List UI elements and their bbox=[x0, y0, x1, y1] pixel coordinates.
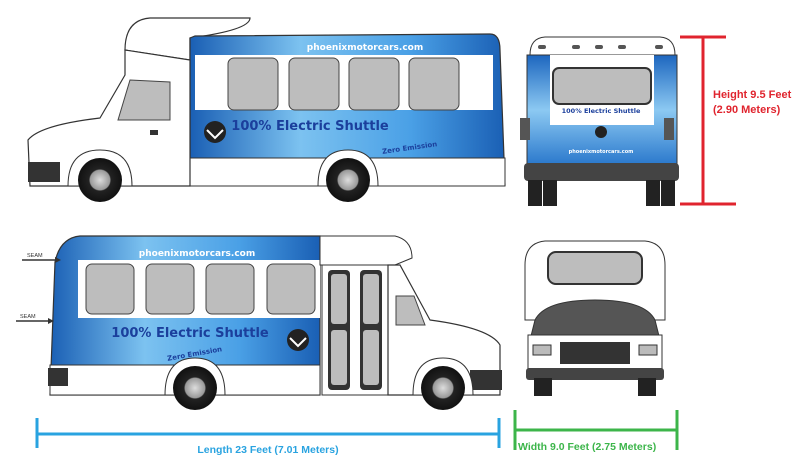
wheel bbox=[78, 158, 122, 202]
wheel bbox=[173, 366, 217, 410]
length-dimension: Length 23 Feet (7.01 Meters) bbox=[35, 418, 501, 456]
width-label: Width 9.0 Feet (2.75 Meters) bbox=[518, 441, 656, 453]
rear-view: 100% Electric Shuttle Zero Emission phoe… bbox=[520, 36, 679, 206]
seam-markers: SEAM SEAM bbox=[16, 253, 61, 324]
wheel bbox=[421, 366, 465, 410]
seam-upper-label: SEAM bbox=[27, 253, 43, 259]
door-side-slogan-label: 100% Electric Shuttle bbox=[111, 326, 269, 341]
wheel bbox=[326, 158, 370, 202]
side-view-driver: phoenixmotorcars.com 100% Electric Shutt… bbox=[27, 17, 506, 202]
height-metric-label: (2.90 Meters) bbox=[713, 104, 781, 116]
length-label: Length 23 Feet (7.01 Meters) bbox=[197, 444, 338, 456]
front-view bbox=[524, 240, 666, 396]
website-label: phoenixmotorcars.com bbox=[307, 43, 423, 53]
rear-logo-icon bbox=[595, 126, 607, 138]
slogan-label: 100% Electric Shuttle bbox=[231, 119, 389, 134]
door-side-logo-icon bbox=[287, 329, 309, 351]
door-side-website-label: phoenixmotorcars.com bbox=[139, 249, 255, 259]
width-dimension: Width 9.0 Feet (2.75 Meters) bbox=[513, 410, 679, 453]
rear-tagline-label: Zero Emission bbox=[581, 117, 621, 123]
rear-slogan-label: 100% Electric Shuttle bbox=[562, 107, 641, 115]
logo-icon bbox=[204, 121, 226, 143]
rear-website-label: phoenixmotorcars.com bbox=[569, 149, 634, 155]
side-view-door: phoenixmotorcars.com 100% Electric Shutt… bbox=[48, 235, 502, 410]
height-label: Height 9.5 Feet bbox=[713, 89, 792, 101]
seam-lower-label: SEAM bbox=[20, 314, 36, 320]
height-dimension: Height 9.5 Feet (2.90 Meters) bbox=[680, 35, 792, 206]
